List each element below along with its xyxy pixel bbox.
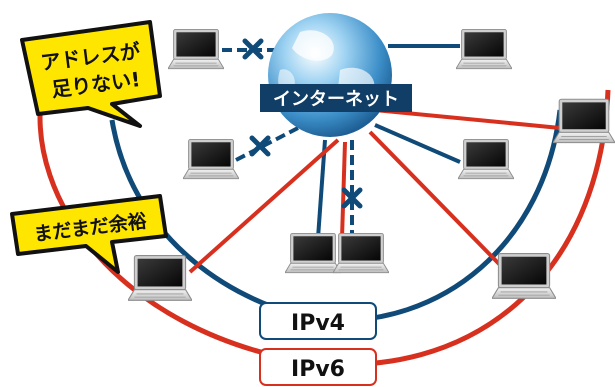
laptop-icon	[168, 28, 224, 70]
laptop-icon	[458, 138, 514, 180]
ipv6-label: IPv6	[291, 357, 345, 382]
blocked-x-icon	[242, 38, 264, 60]
ipv6-label-box	[259, 348, 377, 386]
ipv4-label-box	[259, 302, 377, 340]
laptop-icon	[492, 252, 556, 299]
callout-address-shortage: アドレスが 足りない!	[20, 20, 162, 128]
laptop-icon	[183, 138, 239, 180]
ipv6-connections	[188, 108, 561, 274]
internet-label-box	[260, 84, 412, 112]
globe-icon	[268, 13, 392, 137]
laptop-icon	[285, 232, 341, 274]
laptop-icon	[456, 28, 512, 70]
ipv4-label: IPv4	[291, 311, 345, 336]
internet-label: インターネット	[273, 89, 399, 110]
blocked-x-icon	[341, 187, 363, 209]
blocked-x-icon	[249, 135, 271, 157]
laptop-icon	[333, 232, 389, 274]
callout-plenty-margin: まだまだ余裕	[10, 194, 168, 274]
laptop-icon	[553, 98, 615, 144]
laptop-icon	[128, 254, 192, 301]
